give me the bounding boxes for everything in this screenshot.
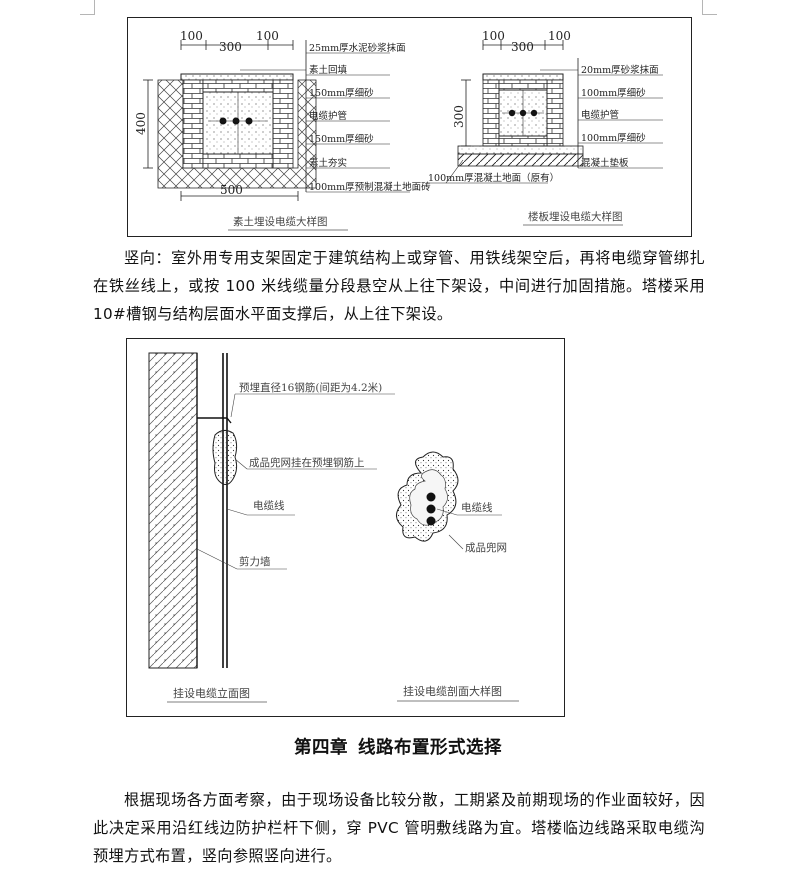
dim-r-top-right: 100 — [548, 29, 571, 43]
dim-top-mid: 300 — [219, 40, 242, 54]
label-net-hanging: 成品兜网挂在预埋钢筋上 — [249, 456, 365, 469]
dim-bottom-500: 500 — [220, 183, 243, 197]
burial-drawing: 100 300 100 400 — [134, 29, 663, 231]
label-section-cable: 电缆线 — [461, 501, 493, 514]
paragraph-vertical-installation: 竖向：室外用专用支架固定于建筑结构上或穿管、用铁线架空后，再将电缆穿管绑扎在铁丝… — [93, 249, 705, 323]
left-layer-3: 150mm厚细砂 — [309, 87, 374, 99]
caption-section: 挂设电缆剖面大样图 — [403, 684, 502, 698]
right-layer-4: 100mm厚细砂 — [581, 132, 646, 144]
margin-mark-top-right — [702, 0, 717, 15]
caption-left: 素土埋设电缆大样图 — [233, 215, 328, 228]
label-section-net: 成品兜网 — [465, 541, 507, 554]
label-rebar: 预埋直径16钢筋(间距为4.2米) — [239, 381, 382, 394]
hanging-cable-drawing: 预埋直径16钢筋(间距为4.2米) 成品兜网挂在预埋钢筋上 电缆线 剪力墙 挂设… — [148, 352, 519, 703]
chapter-number: 第四章 — [294, 738, 348, 758]
left-layer-2: 素土回填 — [309, 64, 348, 76]
chapter-heading: 第四章线路布置形式选择 — [0, 734, 796, 759]
left-layer-1: 25mm厚水泥砂浆抹面 — [309, 42, 406, 54]
right-layer-3: 电缆护管 — [581, 109, 619, 121]
dim-r-side-300: 300 — [452, 105, 466, 128]
dim-r-top-left: 100 — [482, 29, 505, 43]
margin-mark-top-left — [80, 0, 95, 15]
right-bottom-label: 100mm厚混凝土地面（原有） — [428, 172, 559, 184]
caption-right: 楼板埋设电缆大样图 — [528, 210, 623, 223]
left-layer-5: 150mm厚细砂 — [309, 133, 374, 145]
left-layer-7: 100mm厚预制混凝土地面砖 — [309, 181, 431, 193]
caption-elevation: 挂设电缆立面图 — [173, 686, 250, 700]
label-cable: 电缆线 — [253, 499, 285, 512]
right-burial-section: 100 300 100 300 — [426, 29, 663, 226]
left-layer-6: 素土夯实 — [309, 157, 347, 169]
figure-cable-burial-details: 100 300 100 400 — [127, 17, 692, 237]
figure-hanging-cable-details: 预埋直径16钢筋(间距为4.2米) 成品兜网挂在预埋钢筋上 电缆线 剪力墙 挂设… — [126, 338, 565, 717]
right-layer-1: 20mm厚砂浆抹面 — [581, 64, 659, 76]
right-layer-5: 混凝土垫板 — [581, 157, 629, 169]
paragraph-route-selection: 根据现场各方面考察，由于现场设备比较分散，工期紧及前期现场的作业面较好，因此决定… — [93, 791, 705, 865]
dim-side-400: 400 — [134, 112, 148, 135]
left-burial-section: 100 300 100 400 — [134, 29, 431, 231]
dim-top-right: 100 — [256, 29, 279, 43]
dim-r-top-mid: 300 — [511, 40, 534, 54]
label-shear-wall: 剪力墙 — [239, 555, 271, 568]
dim-top-left: 100 — [180, 29, 203, 43]
right-layer-2: 100mm厚细砂 — [581, 87, 646, 99]
left-layer-4: 电缆护管 — [309, 110, 347, 122]
chapter-title: 线路布置形式选择 — [358, 738, 502, 758]
